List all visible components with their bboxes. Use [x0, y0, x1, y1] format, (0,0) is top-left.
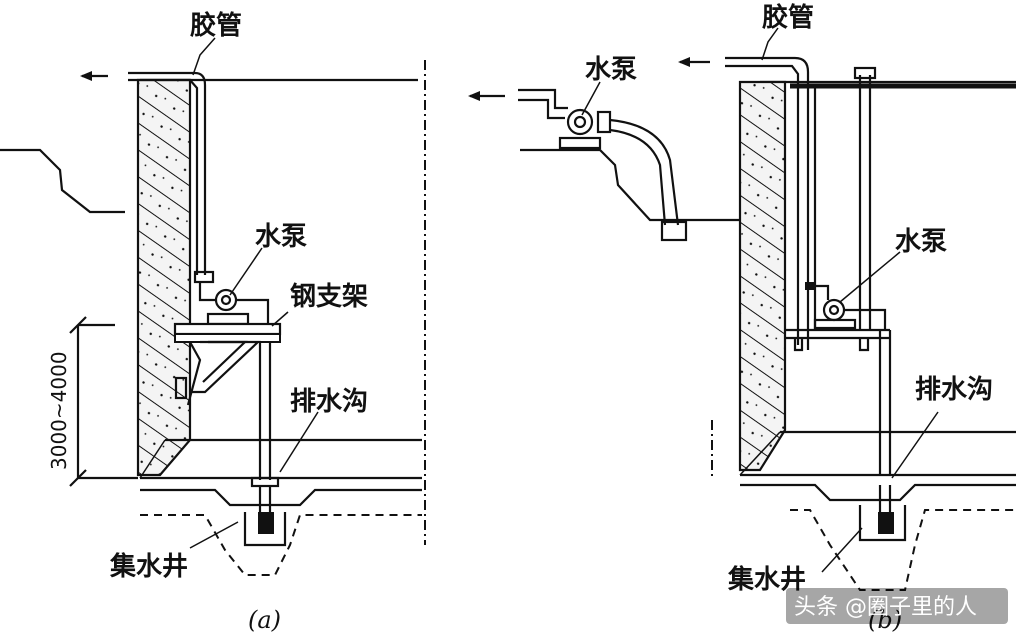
- hose-a: [128, 71, 207, 275]
- drain-ditch-b: [740, 483, 1016, 502]
- pump-b-pit: [785, 282, 890, 352]
- label-hose-b: 胶管: [762, 2, 814, 33]
- label-bracket-a: 钢支架: [290, 282, 368, 312]
- caption-b: (b): [868, 606, 902, 634]
- ground-upper-b: [520, 148, 745, 222]
- drain-ditch-a: [140, 488, 422, 507]
- caption-a: (a): [248, 606, 281, 634]
- retaining-wall-b: [738, 80, 787, 472]
- label-hose-a: 胶管: [190, 10, 242, 41]
- leader-bracket-a: [271, 311, 289, 327]
- flow-arrow-b: [678, 57, 710, 67]
- suction-pipe-a: [250, 342, 280, 534]
- ground-left-a: [0, 148, 125, 214]
- leader-pump-top-b: [581, 81, 601, 116]
- leader-pump-a: [229, 247, 263, 296]
- diagram-b: 胶管 水泵 水泵 排水沟 集水井 (b): [468, 2, 1016, 634]
- floor-slope-b: [739, 431, 781, 476]
- sump-outline-b: [790, 509, 1016, 591]
- steel-bracket-a: [173, 322, 282, 406]
- leader-drain-a: [279, 411, 319, 473]
- label-pump-b: 水泵: [895, 227, 947, 257]
- label-pump-top-b: 水泵: [585, 55, 637, 85]
- label-sump-b: 集水井: [727, 564, 806, 595]
- sump-well-b: [858, 505, 907, 542]
- leader-sump-b: [821, 527, 863, 573]
- riser-pipes-b: [813, 66, 894, 534]
- leader-hose-b: [761, 27, 779, 61]
- watermark: 头条 @圈子里的人: [786, 588, 1008, 624]
- dimension-a: [69, 316, 138, 487]
- watermark-text: 头条 @圈子里的人: [794, 595, 977, 620]
- floor-slope-a: [139, 439, 166, 479]
- sump-outline-a: [140, 514, 422, 576]
- sump-well-a: [243, 512, 287, 547]
- pump-b-surface: [468, 88, 688, 242]
- hose-b: [725, 56, 810, 350]
- pump-a: [193, 270, 270, 326]
- hose-b-inner: [725, 64, 800, 345]
- label-drain-a: 排水沟: [290, 387, 368, 417]
- leader-sump-a: [189, 521, 239, 549]
- hose-a-inner: [128, 78, 199, 275]
- label-sump-a: 集水井: [109, 551, 188, 582]
- leader-pump-b: [839, 251, 901, 303]
- retaining-wall-a: [136, 78, 192, 477]
- dimension-label-a: 3000~4000: [47, 351, 71, 470]
- leader-hose-a: [192, 37, 216, 76]
- label-drain-b: 排水沟: [915, 375, 993, 405]
- leader-drain-b: [891, 411, 939, 479]
- flow-arrow-a: [80, 71, 108, 81]
- label-pump-a: 水泵: [255, 222, 307, 252]
- diagram-a: 3000~4000 胶管 水泵 钢支架 排水沟 集水井 (a): [0, 10, 426, 634]
